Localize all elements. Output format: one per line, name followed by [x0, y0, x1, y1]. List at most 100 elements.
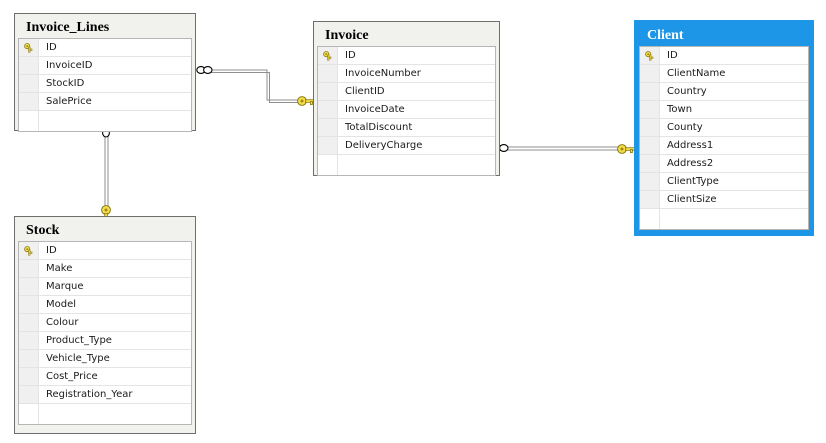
- column-row[interactable]: DeliveryCharge: [318, 137, 495, 155]
- row-gutter: [318, 155, 338, 175]
- column-row[interactable]: ClientType: [640, 173, 808, 191]
- column-grid: ID InvoiceID StockID SalePrice: [18, 38, 192, 132]
- row-gutter: [19, 350, 39, 367]
- row-gutter: [19, 368, 39, 385]
- column-name-empty: [39, 111, 191, 131]
- key-icon: [318, 47, 338, 64]
- row-gutter: [318, 83, 338, 100]
- column-name: ClientSize: [667, 194, 717, 205]
- column-name: ClientID: [345, 86, 385, 97]
- row-gutter: [318, 119, 338, 136]
- column-name: Town: [667, 104, 693, 115]
- column-name: ID: [46, 42, 57, 53]
- column-row[interactable]: Marque: [19, 278, 191, 296]
- column-row[interactable]: InvoiceID: [19, 57, 191, 75]
- column-name: Cost_Price: [46, 371, 98, 382]
- column-name: ClientType: [667, 176, 719, 187]
- row-gutter: [19, 260, 39, 277]
- column-row[interactable]: Cost_Price: [19, 368, 191, 386]
- column-row[interactable]: StockID: [19, 75, 191, 93]
- column-row[interactable]: TotalDiscount: [318, 119, 495, 137]
- row-gutter: [318, 137, 338, 154]
- column-row[interactable]: InvoiceNumber: [318, 65, 495, 83]
- column-name-empty: [39, 404, 191, 424]
- column-row[interactable]: ID: [640, 47, 808, 65]
- row-gutter: [19, 314, 39, 331]
- column-row[interactable]: Model: [19, 296, 191, 314]
- column-name: InvoiceNumber: [345, 68, 421, 79]
- column-row[interactable]: Town: [640, 101, 808, 119]
- column-row[interactable]: Make: [19, 260, 191, 278]
- column-name: DeliveryCharge: [345, 140, 423, 151]
- column-name: County: [667, 122, 703, 133]
- column-row[interactable]: Address1: [640, 137, 808, 155]
- column-row[interactable]: ID: [318, 47, 495, 65]
- row-gutter: [19, 111, 39, 131]
- key-icon: [19, 39, 39, 56]
- column-row-empty[interactable]: [640, 209, 808, 229]
- row-gutter: [19, 278, 39, 295]
- column-row-empty[interactable]: [318, 155, 495, 175]
- row-gutter: [640, 83, 660, 100]
- row-gutter: [640, 191, 660, 208]
- key-icon: [640, 47, 660, 64]
- column-row[interactable]: ClientID: [318, 83, 495, 101]
- column-name: Make: [46, 263, 73, 274]
- column-name: InvoiceID: [46, 60, 93, 71]
- column-name: TotalDiscount: [345, 122, 413, 133]
- row-gutter: [640, 155, 660, 172]
- column-row[interactable]: ID: [19, 242, 191, 260]
- column-name: ID: [46, 245, 57, 256]
- column-row[interactable]: County: [640, 119, 808, 137]
- column-name: Address2: [667, 158, 714, 169]
- relationship-invoicelines-invoice[interactable]: [196, 66, 315, 106]
- column-row[interactable]: Address2: [640, 155, 808, 173]
- row-gutter: [640, 137, 660, 154]
- entity-title: Invoice: [325, 28, 369, 43]
- column-name: StockID: [46, 78, 85, 89]
- row-gutter: [318, 101, 338, 118]
- column-row[interactable]: Product_Type: [19, 332, 191, 350]
- column-name: SalePrice: [46, 96, 92, 107]
- entity-title: Stock: [26, 223, 60, 238]
- column-row[interactable]: Vehicle_Type: [19, 350, 191, 368]
- row-gutter: [19, 93, 39, 110]
- column-name-empty: [660, 209, 808, 229]
- row-gutter: [19, 404, 39, 424]
- entity-title: Invoice_Lines: [26, 20, 110, 35]
- relationship-invoice-client[interactable]: [492, 144, 635, 154]
- relationship-invoicelines-stock[interactable]: [101, 121, 111, 223]
- column-row-empty[interactable]: [19, 404, 191, 424]
- column-row[interactable]: Registration_Year: [19, 386, 191, 404]
- row-gutter: [640, 101, 660, 118]
- row-gutter: [19, 386, 39, 403]
- column-name: ClientName: [667, 68, 726, 79]
- column-name: ID: [345, 50, 356, 61]
- column-name: Vehicle_Type: [46, 353, 110, 364]
- key-icon: [19, 242, 39, 259]
- column-row[interactable]: InvoiceDate: [318, 101, 495, 119]
- key-icon: [617, 144, 635, 154]
- column-row[interactable]: SalePrice: [19, 93, 191, 111]
- column-name-empty: [338, 155, 495, 175]
- column-row[interactable]: ClientSize: [640, 191, 808, 209]
- column-row[interactable]: Colour: [19, 314, 191, 332]
- column-row[interactable]: Country: [640, 83, 808, 101]
- column-name: ID: [667, 50, 678, 61]
- column-name: Model: [46, 299, 77, 310]
- column-name: Colour: [46, 317, 79, 328]
- row-gutter: [19, 332, 39, 349]
- column-row[interactable]: ClientName: [640, 65, 808, 83]
- column-row-empty[interactable]: [19, 111, 191, 131]
- column-row[interactable]: ID: [19, 39, 191, 57]
- column-name: Country: [667, 86, 707, 97]
- row-gutter: [640, 209, 660, 229]
